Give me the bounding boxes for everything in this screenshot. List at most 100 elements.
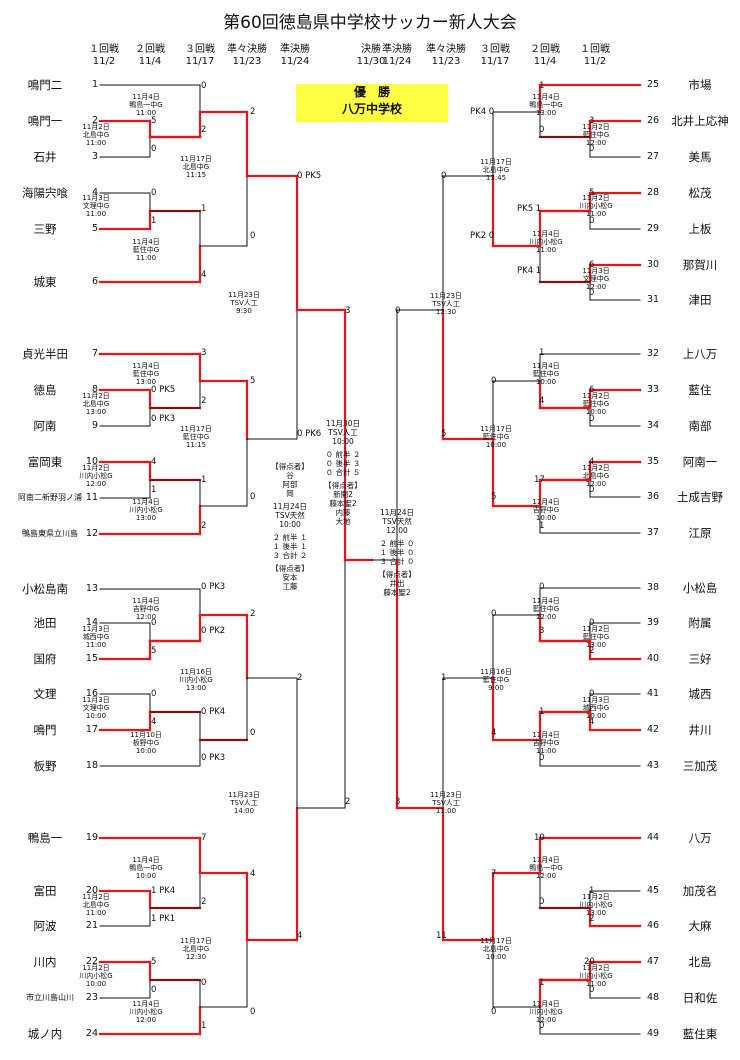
round-date: 11/4: [138, 56, 162, 67]
info-line: 藤本聖2: [383, 588, 411, 597]
round-date: 11/2: [92, 56, 116, 67]
info-line: 新開2: [333, 490, 353, 499]
seed-number: 22: [85, 956, 98, 967]
match-score: 0 PK3: [201, 753, 226, 763]
match-score: PK2 0: [470, 231, 495, 241]
match-info-line: 藍住中G: [132, 370, 160, 378]
team-name: 日和佐: [682, 991, 718, 1005]
match-info-line: 川内小松G: [529, 1008, 563, 1016]
match-info-line: 13:00: [135, 514, 157, 522]
match-info-line: 9:00: [488, 684, 504, 692]
info-line: 11月24日: [379, 508, 415, 517]
round-name: ３回戦: [480, 44, 510, 55]
match-score: 0: [250, 231, 256, 241]
team-name: 阿南二新野羽ノ浦: [18, 493, 82, 502]
seed-number: 18: [85, 760, 98, 771]
match-info-line: 11月17日: [180, 937, 212, 945]
match-info-line: 12:00: [135, 1016, 157, 1024]
info-line: 10:00: [279, 520, 301, 529]
match-info-line: 11月2日: [82, 893, 110, 901]
info-line: 谷: [286, 471, 294, 480]
round-date: 11/23: [431, 56, 461, 67]
match-score: 0: [491, 609, 497, 619]
match-score: 1: [589, 886, 595, 896]
match-score: 4: [250, 869, 256, 879]
match-info-line: 11月16日: [180, 668, 212, 676]
match-score: 2: [589, 914, 595, 924]
round-name: ３回戦: [185, 44, 215, 55]
match-info-line: 北島中G: [182, 163, 210, 171]
match-info-line: 12:00: [585, 139, 607, 147]
info-line: 【得点者】: [378, 570, 416, 579]
match-info-line: 北島中G: [482, 166, 510, 174]
match-info-line: 川内小松G: [579, 972, 613, 980]
match-info-line: 川内小松G: [579, 901, 613, 909]
match-info-line: 11月2日: [582, 964, 610, 972]
match-info-line: 11月3日: [582, 267, 610, 275]
team-name: 徳島: [33, 383, 57, 397]
match-info-line: 13:00: [585, 641, 607, 649]
team-name: 文理: [33, 687, 57, 701]
team-name: 藍住東: [682, 1027, 718, 1041]
winner-team: 八万中学校: [341, 102, 402, 116]
info-line: 大地: [335, 517, 351, 526]
round-name: ２回戦: [530, 44, 560, 55]
match-score: PK4 1: [517, 266, 542, 276]
match-info-line: 北島中G: [482, 945, 510, 953]
match-score: 4: [151, 717, 157, 727]
match-info-line: 11月4日: [132, 238, 160, 246]
team-name: 津田: [688, 293, 712, 307]
match-score: 0: [201, 81, 207, 91]
match-score: 2: [201, 396, 207, 406]
match-info-line: 11月4日: [532, 1000, 560, 1008]
team-name: 国府: [33, 652, 57, 666]
info-line: TSV天然: [382, 517, 412, 526]
match-score: 1: [539, 978, 545, 988]
match-info-line: TSV人工: [230, 799, 258, 807]
match-info-line: 11月4日: [532, 362, 560, 370]
match-score: 4: [151, 457, 157, 467]
seed-number: 39: [647, 617, 660, 628]
match-info-line: 13:00: [185, 684, 207, 692]
match-score: 0 PK5: [151, 385, 176, 395]
match-score: 1: [151, 216, 157, 226]
match-info-line: 11月2日: [82, 123, 110, 131]
seed-number: 46: [647, 920, 660, 931]
match-score: 3: [345, 306, 351, 316]
match-info-line: 藍住中G: [132, 246, 160, 254]
match-info-line: 11月4日: [532, 597, 560, 605]
info-line: ２ 前半 ０: [379, 539, 415, 548]
match-score: 0: [589, 985, 595, 995]
team-name: 鴨島東県立川島: [22, 529, 78, 538]
match-info-line: 文理中G: [82, 704, 110, 712]
match-score: 7: [201, 833, 207, 843]
seed-number: 21: [85, 920, 98, 931]
team-name: 南部: [688, 419, 712, 433]
match-score: 0: [151, 689, 157, 699]
match-info-line: 北島中G: [582, 472, 610, 480]
info-line: ３ 合計 ０: [379, 557, 415, 566]
match-score: 5: [151, 646, 157, 656]
match-info-line: 11月2日: [82, 392, 110, 400]
round-name: 準々決勝: [227, 44, 267, 55]
match-info-line: 11月4日: [132, 498, 160, 506]
match-info-line: TSV人工: [432, 799, 460, 807]
round-date: 11/24: [382, 56, 412, 67]
team-name: 小松島: [682, 581, 718, 595]
match-info-line: 11月2日: [582, 123, 610, 131]
seed-number: 29: [647, 223, 660, 234]
match-score: 0: [151, 618, 157, 628]
